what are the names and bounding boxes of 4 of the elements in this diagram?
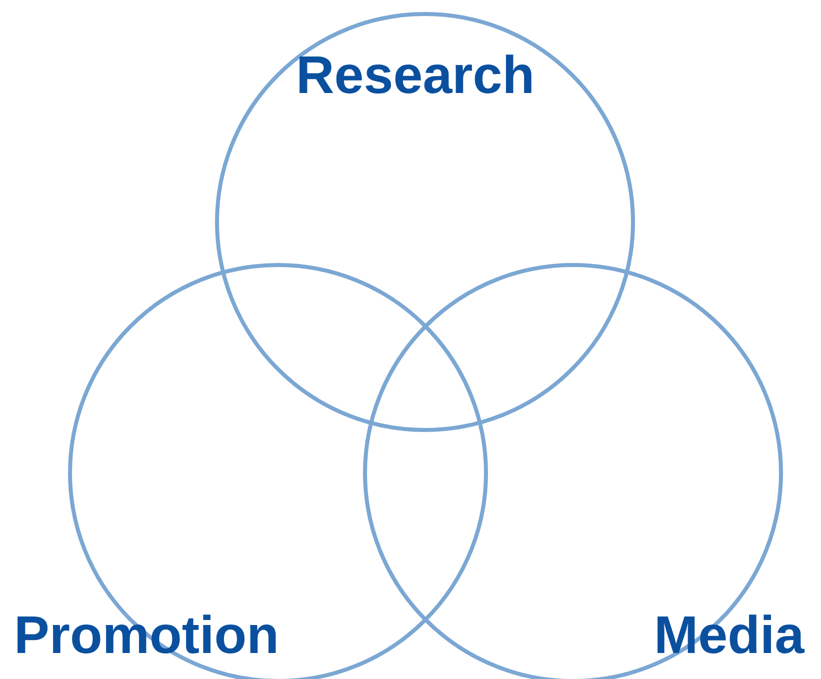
circle-label: Promotion [14, 606, 279, 666]
circle-label: Research [296, 46, 535, 106]
venn-circle [215, 12, 635, 432]
circle-label: Media [654, 606, 804, 666]
